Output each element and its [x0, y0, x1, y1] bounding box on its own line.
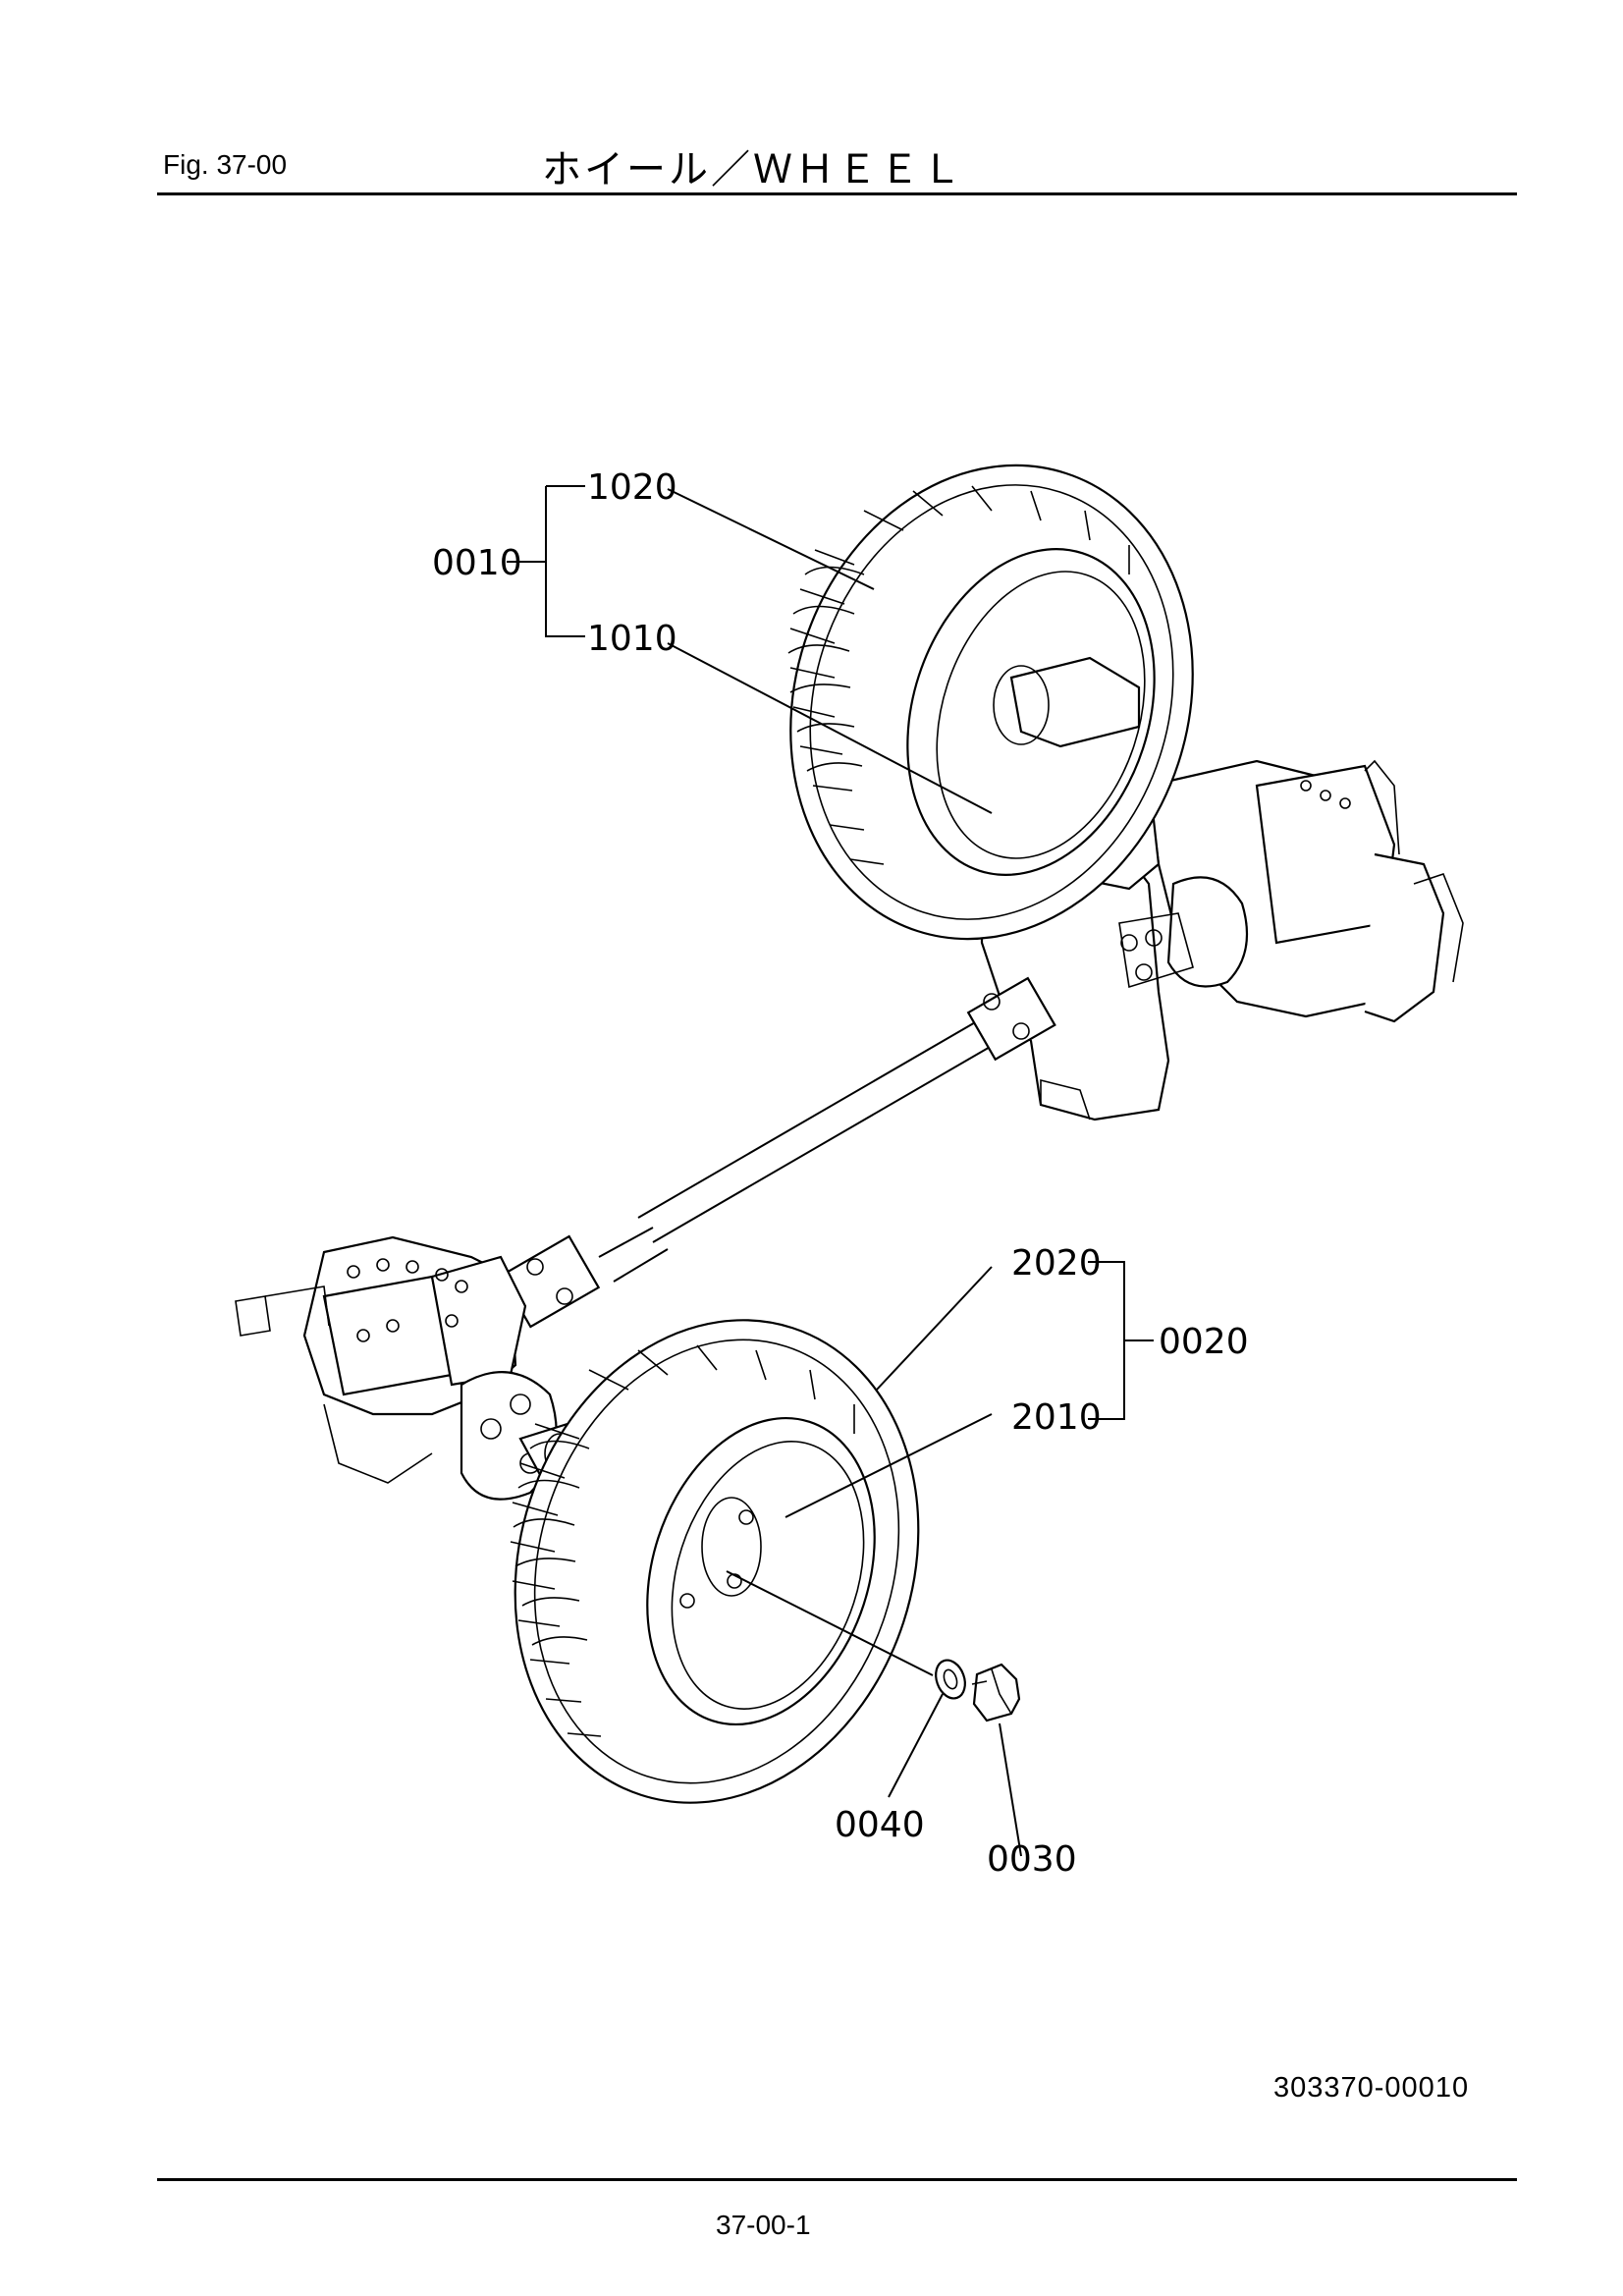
upper-wheel	[787, 464, 1194, 941]
footer-rule	[157, 2178, 1517, 2181]
callout-1020: 1020	[587, 467, 677, 508]
callout-2010: 2010	[1011, 1397, 1102, 1438]
callout-0010: 0010	[432, 543, 522, 583]
washer-and-bolt	[935, 1659, 1021, 1722]
leader-lines	[507, 485, 1154, 1857]
callout-0020: 0020	[1159, 1322, 1249, 1362]
callout-2020: 2020	[1011, 1243, 1102, 1284]
callout-0040: 0040	[835, 1805, 925, 1845]
callout-1010: 1010	[587, 619, 677, 659]
drawing-number: 303370-00010	[1273, 2072, 1470, 2104]
page-title: ホイール／ＷＨＥＥＬ	[542, 147, 964, 192]
drive-shaft	[499, 976, 1056, 1329]
callout-0030: 0030	[987, 1839, 1077, 1880]
lower-wheel	[510, 1319, 920, 1804]
page-number: 37-00-1	[716, 2210, 811, 2240]
header-rule	[157, 192, 1517, 195]
figure-number: Fig. 37-00	[163, 149, 288, 180]
